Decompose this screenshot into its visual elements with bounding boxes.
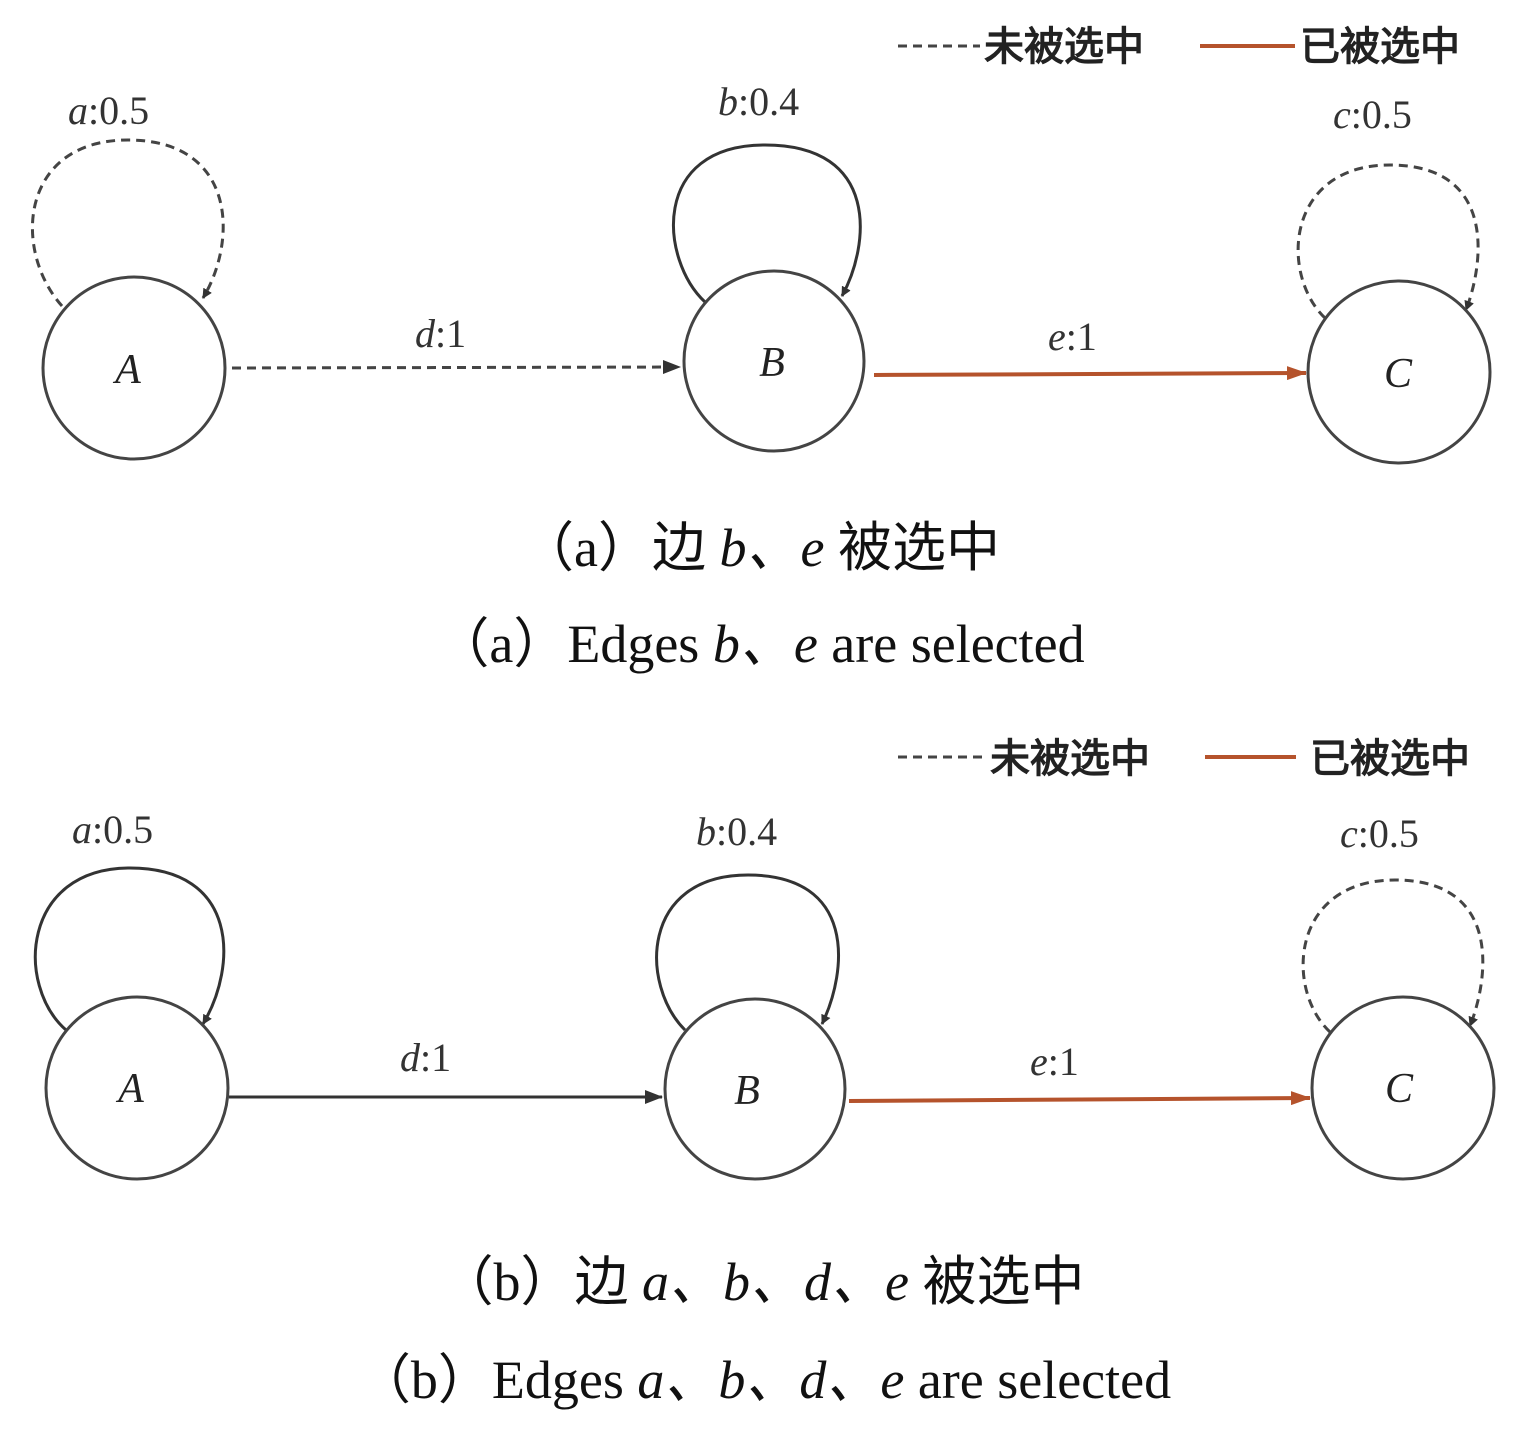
- edge-label-a-c: c:0.5: [1333, 92, 1412, 137]
- edge-a-d: [231, 360, 681, 375]
- caption-b-en: （b）Edges a、b、d、e are selected: [357, 1350, 1171, 1410]
- node-label-b-A: A: [115, 1066, 144, 1112]
- node-b-A: [44, 995, 230, 1181]
- panel-b: 未被选中 已被选中 A B C a:0.5 b:0.4 c:0.5 d:1 e:…: [33, 736, 1496, 1410]
- legend-selected-label: 已被选中: [1300, 24, 1460, 70]
- edge-b-loop-c: [1301, 878, 1485, 1034]
- legend-a: 未被选中 已被选中: [898, 24, 1460, 70]
- node-label-a-B: B: [759, 340, 785, 386]
- edge-label-a-a: a:0.5: [68, 88, 149, 133]
- edge-label-b-a: a:0.5: [72, 807, 153, 852]
- panel-a: 未被选中 已被选中 A B C a:0.5 b:0.4 c:0.5 d:1 e:…: [30, 24, 1492, 674]
- edge-label-a-b: b:0.4: [718, 79, 799, 124]
- node-b-C: [1310, 995, 1496, 1181]
- edge-a-loop-b: [672, 143, 862, 304]
- edge-b-e: [848, 1091, 1311, 1106]
- edge-label-b-c: c:0.5: [1340, 811, 1419, 856]
- edge-a-e: [873, 366, 1307, 381]
- node-a-A: [41, 275, 227, 461]
- node-a-B: [682, 269, 866, 453]
- legend-unselected-label: 未被选中: [990, 736, 1150, 782]
- legend-b: 未被选中 已被选中: [898, 736, 1470, 782]
- legend-unselected-label: 未被选中: [984, 24, 1144, 70]
- node-b-B: [663, 997, 847, 1181]
- edge-label-b-b: b:0.4: [696, 809, 777, 854]
- edge-a-loop-a: [30, 138, 225, 307]
- edge-b-loop-a: [33, 866, 226, 1032]
- node-a-C: [1306, 279, 1492, 465]
- edge-a-loop-c: [1296, 163, 1480, 320]
- legend-selected-label: 已被选中: [1310, 736, 1470, 782]
- edge-label-b-d: d:1: [400, 1035, 451, 1080]
- node-label-a-A: A: [112, 347, 141, 393]
- node-label-a-C: C: [1384, 351, 1413, 397]
- caption-a-en: （a）Edges b、e are selected: [435, 614, 1084, 674]
- caption-a-cn: （a）边 b、e 被选中: [520, 518, 1000, 578]
- edge-label-a-d: d:1: [415, 311, 466, 356]
- edge-label-a-e: e:1: [1048, 314, 1097, 359]
- node-label-b-B: B: [734, 1068, 760, 1114]
- node-label-b-C: C: [1385, 1066, 1414, 1112]
- edge-label-b-e: e:1: [1030, 1039, 1079, 1084]
- edge-b-loop-b: [655, 873, 840, 1032]
- caption-b-cn: （b）边 a、b、d、e 被选中: [440, 1252, 1085, 1312]
